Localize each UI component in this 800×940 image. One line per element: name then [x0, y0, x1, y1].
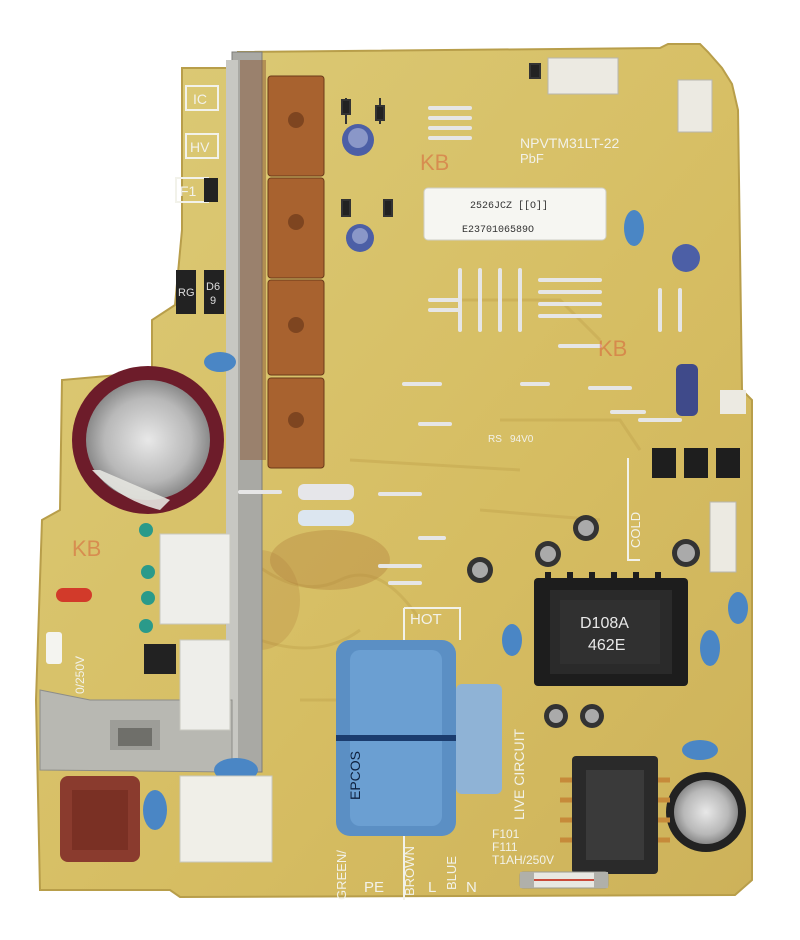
ceramic-fuse-left: [46, 632, 62, 664]
right-connector: [709, 501, 737, 573]
terminal-l: L: [428, 879, 436, 896]
wire-label-brown: BROWN: [402, 846, 417, 896]
jumper-wires: [238, 106, 682, 585]
watermark-kb-top: KB: [420, 150, 449, 175]
emi-filter-choke: EPCOS: [336, 640, 456, 836]
small-electrolytics: [342, 124, 746, 852]
power-resistors: [298, 484, 354, 526]
wire-label-green: GREEN/: [334, 850, 349, 900]
terminal-n: N: [466, 879, 477, 896]
fuse-label-f101: F101: [492, 827, 520, 841]
cold-zone-label: COLD: [628, 512, 643, 548]
sticker-line-1: 2526JCZ [[O]]: [470, 200, 548, 212]
diode-label-rg: RG: [178, 287, 195, 299]
relays: [159, 533, 273, 863]
part-number-label: NPVTM31LT-22: [520, 135, 620, 151]
transformer-code: D108A: [580, 615, 629, 632]
fuse-label-f111: F111: [492, 840, 518, 854]
barcode-sticker: 2526JCZ [[O]] E2370106589O: [423, 187, 607, 241]
small-teal-caps: [139, 523, 155, 633]
fuse-holder: [60, 776, 140, 862]
watermark-kb-left: KB: [72, 536, 101, 561]
sticker-line-2: E2370106589O: [462, 225, 534, 236]
label-ic: IC: [193, 91, 207, 107]
small-components: [341, 63, 541, 217]
optocouplers: [652, 448, 740, 478]
x-capacitor: [456, 684, 502, 794]
bulk-capacitor: [72, 366, 224, 514]
heatsink-assembly: [39, 51, 325, 773]
solder-flux-stain: [270, 530, 390, 590]
rs-mark: RS: [488, 434, 502, 445]
live-circuit-label: LIVE CIRCUIT: [511, 729, 527, 820]
diode-label-d6: D6: [206, 281, 220, 293]
epcos-brand: EPCOS: [347, 751, 363, 800]
transformer-batch: 462E: [588, 637, 625, 654]
terminal-pe: PE: [364, 879, 384, 896]
small-ic-left: [144, 644, 176, 674]
fuse-rating-label: T1AH/250V: [492, 853, 554, 867]
red-varistor: [56, 588, 92, 602]
top-connector: [547, 57, 746, 414]
pbf-label: PbF: [520, 151, 544, 166]
label-f1: F1: [180, 183, 197, 199]
switching-ic: [560, 756, 670, 874]
left-rating-label: 0/250V: [73, 656, 87, 694]
label-hv: HV: [190, 139, 210, 155]
flyback-transformer: D108A 462E: [534, 572, 688, 686]
hot-zone-label: HOT: [410, 611, 442, 628]
power-transistors: [240, 60, 325, 469]
wire-label-blue: BLUE: [444, 856, 459, 890]
watermark-kb-right: KB: [598, 336, 627, 361]
rectifier-diodes: RG D6 9: [176, 178, 224, 314]
diode-label-9: 9: [210, 295, 216, 307]
flammability-rating: 94V0: [510, 434, 534, 445]
glass-fuse: [519, 871, 609, 889]
